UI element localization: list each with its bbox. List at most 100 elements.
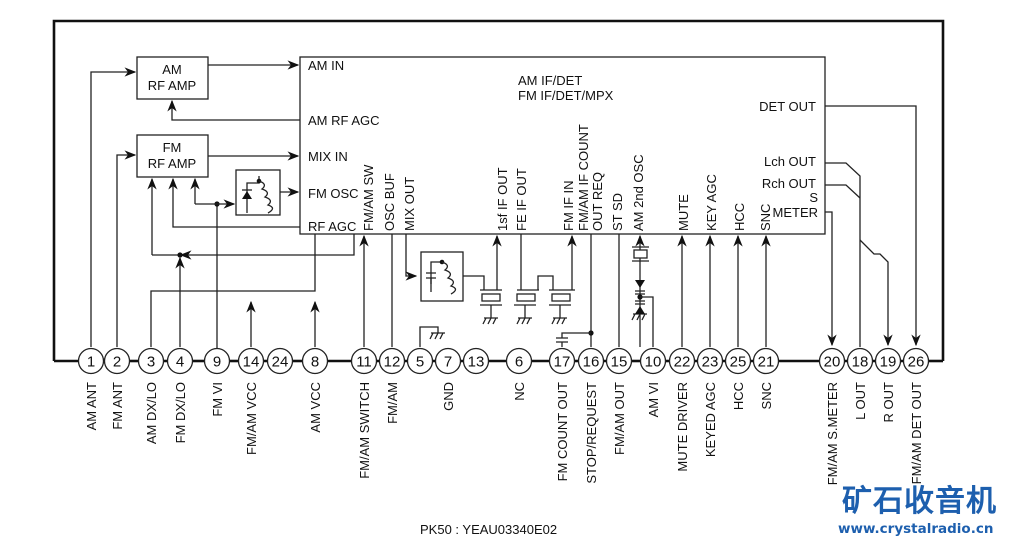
pin-6: 6NC — [505, 347, 533, 401]
port-s: S — [809, 190, 818, 205]
ic-port-label: MUTE — [676, 194, 691, 231]
pin-circle — [639, 347, 667, 375]
pin-label: GND — [441, 382, 456, 411]
ic-block: AM IF/DET FM IF/DET/MPX AM IN AM RF AGC … — [299, 56, 826, 235]
pin-label: MUTE DRIVER — [675, 382, 690, 472]
ic-port-label: FM/AM IF COUNT — [576, 124, 591, 231]
pin-number: 17 — [554, 354, 571, 371]
pin-label: FM ANT — [110, 382, 125, 430]
pin-circle — [301, 347, 329, 375]
ic-port-label: SNC — [758, 204, 773, 231]
watermark-logo: 矿石收音机 www.crystalradio.cn — [838, 487, 997, 538]
pin-number: 18 — [852, 354, 869, 371]
fm-rf-amp-block: FM RF AMP — [136, 134, 209, 178]
pin-label: FM/AM OUT — [612, 382, 627, 455]
pin-circle — [434, 347, 462, 375]
pin-number: 1 — [87, 354, 95, 371]
pin-number: 15 — [611, 354, 628, 371]
pin-circle — [77, 347, 105, 375]
pin-label: AM ANT — [84, 382, 99, 430]
pin-9: 9FM VI — [203, 347, 231, 417]
am-rf-amp-label-2: RF AMP — [148, 78, 196, 93]
am-rf-amp-label-1: AM — [162, 62, 182, 77]
pin-2: 2 FM ANT — [103, 347, 131, 430]
pin-label: FM/AM SWITCH — [357, 382, 372, 479]
ic-port-label: HCC — [732, 203, 747, 231]
pin-circle — [752, 347, 780, 375]
pin-number: 7 — [444, 354, 452, 371]
pin-circle — [266, 347, 294, 375]
pin-circle — [668, 347, 696, 375]
pin-circle — [605, 347, 633, 375]
pin-circle — [724, 347, 752, 375]
pin-circle — [505, 347, 533, 375]
pin-circle — [818, 347, 846, 375]
pin-number: 20 — [824, 354, 841, 371]
pin-3: 3 AM DX/LO — [137, 347, 165, 444]
port-fm-osc: FM OSC — [308, 186, 359, 201]
pin-label: L OUT — [853, 382, 868, 420]
am-rf-amp-block: AM RF AMP — [136, 56, 209, 100]
ic-port-label: FM IF IN — [561, 180, 576, 231]
pin-number: 11 — [356, 354, 372, 371]
pin-number: 22 — [674, 354, 691, 371]
pin-number: 5 — [416, 354, 424, 371]
pin-circle — [874, 347, 902, 375]
ic-port-label: FM/AM SW — [361, 164, 376, 231]
pin-label: KEYED AGC — [703, 382, 718, 457]
fm-rf-amp-label-1: FM — [163, 140, 182, 155]
ground-icon — [429, 332, 445, 340]
pin-number: 24 — [272, 354, 289, 371]
ic-title-2: FM IF/DET/MPX — [518, 88, 614, 103]
outer-frame — [52, 19, 945, 361]
port-det-out: DET OUT — [759, 99, 816, 114]
ic-port-label: 1sf IF OUT — [495, 167, 510, 231]
watermark-url: www.crystalradio.cn — [838, 521, 994, 537]
pin-24: 24 — [266, 347, 294, 375]
pin-1: 1 AM ANT — [77, 347, 105, 430]
pin-13: 13 — [462, 347, 490, 375]
pin-label: AM VI — [646, 382, 661, 417]
ic-port-label: KEY AGC — [704, 174, 719, 231]
pin-circle — [406, 347, 434, 375]
ground-icon — [551, 317, 567, 325]
pin-number: 19 — [880, 354, 897, 371]
pin-label: STOP/REQUEST — [584, 382, 599, 484]
pin-number: 3 — [147, 354, 155, 371]
port-am-in: AM IN — [308, 58, 344, 73]
pin-number: 16 — [583, 354, 600, 371]
pin-circle — [237, 347, 265, 375]
pin-number: 2 — [113, 354, 121, 371]
pin-number: 6 — [515, 354, 523, 371]
pin-19: 19R OUT — [874, 347, 902, 422]
pin-label: SNC — [759, 382, 774, 409]
pin-circle — [203, 347, 231, 375]
pin-label: FM VI — [210, 382, 225, 417]
pin-label: AM DX/LO — [144, 382, 159, 444]
ic-port-label: ST SD — [610, 193, 625, 231]
pin-circle — [462, 347, 490, 375]
pin-number: 21 — [758, 354, 775, 371]
pin-number: 23 — [702, 354, 719, 371]
pin-label: FM/AM VCC — [244, 382, 259, 455]
pin-label: AM VCC — [308, 382, 323, 433]
pin-circle — [350, 347, 378, 375]
document-caption: PK50 : YEAU03340E02 — [420, 522, 558, 537]
pin-circle — [846, 347, 874, 375]
pin-circle — [103, 347, 131, 375]
pin-circle — [378, 347, 406, 375]
ground-icon — [482, 317, 498, 325]
ic-title-1: AM IF/DET — [518, 73, 582, 88]
wires — [90, 60, 921, 361]
ic-port-label: FE IF OUT — [514, 168, 529, 231]
fm-rf-amp-label-2: RF AMP — [148, 156, 196, 171]
